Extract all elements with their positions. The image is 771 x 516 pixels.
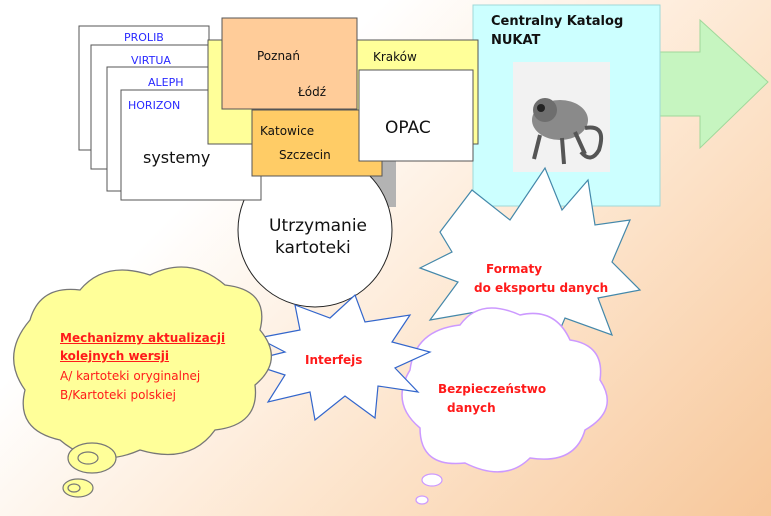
mechanisms-cloud-tail [62,442,117,498]
opac-box [358,69,474,162]
city-card-salmon [221,17,358,110]
security-cloud-tail [415,473,443,505]
catalog-subtitle: NUKAT [491,33,541,48]
systems-label: systemy [143,148,211,167]
security-cloud [401,307,608,473]
system-label-horizon: HORIZON [128,99,181,112]
city-lodz: Łódź [298,85,327,99]
city-poznan: Poznań [257,49,301,63]
interfaces-label: Interfejs [305,353,363,367]
system-label-aleph: ALEPH [148,76,184,89]
maintenance-label-2: kartoteki [275,238,351,258]
mechanisms-item-b: B/Kartoteki polskiej [60,388,176,402]
security-label-2: danych [447,401,496,415]
maintenance-label-1: Utrzymanie [269,216,368,236]
security-label-1: Bezpieczeństwo [438,382,547,396]
formats-label-2: do eksportu danych [474,281,609,295]
mechanisms-cloud [13,266,273,459]
mechanisms-item-a: A/ kartoteki oryginalnej [60,369,201,383]
mechanisms-heading-2: kolejnych wersji [60,349,169,363]
formats-label-1: Formaty [486,262,543,276]
chameleon-image [513,62,610,172]
system-label-prolib: PROLIB [124,31,164,44]
interfaces-burst [242,293,432,422]
formats-burst [418,166,642,360]
city-szczecin: Szczecin [279,148,331,162]
system-label-virtua: VIRTUA [131,54,171,67]
opac-label: OPAC [385,118,431,138]
mechanisms-heading-1: Mechanizmy aktualizacji [60,331,226,345]
catalog-title: Centralny Katalog [491,14,624,29]
city-katowice: Katowice [260,124,315,138]
city-krakow: Kraków [373,50,417,64]
